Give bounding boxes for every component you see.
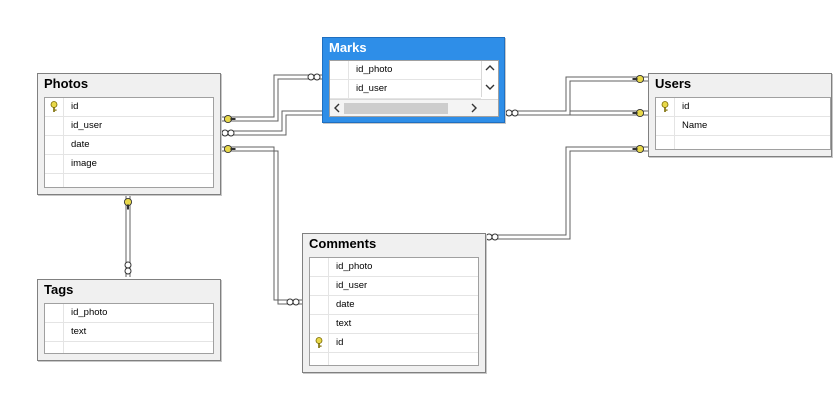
column-list: id Name [655, 97, 831, 150]
rel-photos-marks-lower[interactable] [221, 110, 322, 137]
scroll-left-icon[interactable] [331, 103, 343, 115]
one-end-icon [223, 144, 236, 154]
column-list: id id_user date image [44, 97, 214, 188]
primary-key-icon [310, 334, 329, 352]
scroll-down-icon[interactable] [484, 83, 496, 93]
empty-row [656, 136, 830, 149]
column-row[interactable]: image [45, 155, 213, 174]
empty-row [45, 342, 213, 353]
scroll-right-icon[interactable] [468, 103, 480, 115]
column-name: id [71, 101, 79, 112]
table-users[interactable]: Users id Name [648, 73, 832, 157]
primary-key-icon [656, 98, 675, 116]
column-row[interactable]: id [45, 98, 213, 117]
table-comments[interactable]: Comments id_photo id_user date text id [302, 233, 486, 373]
table-marks[interactable]: Marks id_photo id_user [322, 37, 505, 123]
column-name: date [336, 299, 355, 310]
column-name: date [71, 139, 90, 150]
column-name: id_photo [336, 261, 373, 272]
column-name: image [71, 158, 97, 169]
column-name: id [336, 337, 344, 348]
column-list: id_photo id_user [329, 60, 499, 117]
primary-key-icon [45, 98, 64, 116]
column-row[interactable]: date [310, 296, 478, 315]
empty-row [310, 353, 478, 365]
column-row[interactable]: text [45, 323, 213, 342]
column-list: id_photo id_user date text id [309, 257, 479, 366]
table-title: Comments [309, 236, 377, 251]
column-list: id_photo text [44, 303, 214, 354]
empty-row [45, 174, 213, 187]
column-row[interactable]: id [310, 334, 478, 353]
table-photos[interactable]: Photos id id_user date image [37, 73, 221, 195]
column-name: id_user [71, 120, 103, 131]
column-row[interactable]: id_user [330, 80, 481, 99]
one-end-icon [632, 144, 645, 154]
rel-users-comments[interactable] [484, 144, 648, 241]
table-title: Tags [44, 282, 74, 297]
column-row[interactable]: id_user [45, 117, 213, 136]
table-title: Users [655, 76, 692, 91]
column-row[interactable]: id_photo [310, 258, 478, 277]
column-row[interactable]: date [45, 136, 213, 155]
column-name: id_user [336, 280, 368, 291]
horizontal-scrollbar[interactable] [330, 99, 498, 116]
column-name: id [682, 101, 690, 112]
one-end-icon [123, 197, 133, 210]
column-row[interactable]: text [310, 315, 478, 334]
column-name: text [71, 326, 87, 337]
rel-users-marks[interactable] [504, 74, 648, 118]
column-name: id_photo [71, 307, 108, 318]
column-row[interactable]: id_user [310, 277, 478, 296]
table-title: Marks [329, 40, 367, 55]
column-name: id_user [356, 83, 388, 94]
rel-photos-tags[interactable] [123, 194, 133, 277]
table-title: Photos [44, 76, 89, 91]
rel-photos-comments[interactable] [221, 144, 302, 306]
column-name: id_photo [356, 64, 393, 75]
vertical-scrollbar[interactable] [481, 61, 498, 97]
column-row[interactable]: id_photo [330, 61, 481, 80]
scroll-up-icon[interactable] [484, 64, 496, 74]
column-name: text [336, 318, 352, 329]
column-name: Name [682, 120, 708, 131]
column-row[interactable]: id_photo [45, 304, 213, 323]
one-end-icon [632, 108, 645, 118]
column-row[interactable]: id [656, 98, 830, 117]
one-end-icon [632, 74, 645, 84]
rel-photos-marks-upper[interactable] [221, 73, 322, 124]
table-tags[interactable]: Tags id_photo text [37, 279, 221, 361]
column-row[interactable]: Name [656, 117, 830, 136]
scroll-thumb[interactable] [344, 103, 448, 114]
